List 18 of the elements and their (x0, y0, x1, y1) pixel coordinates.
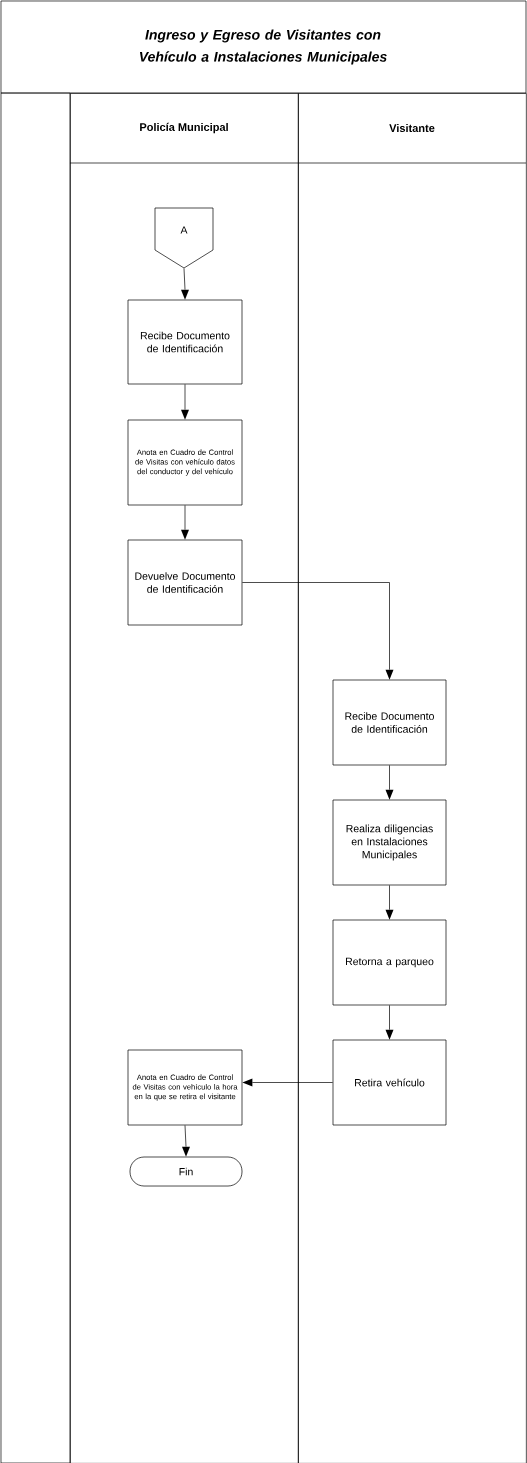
title: Ingreso y Egreso de Visitantes con Vehículo a Instalaciones Municipales (139, 29, 387, 65)
process-box: Recibe Documento de Identificación (332, 679, 447, 766)
arrow (385, 765, 394, 800)
process-box: Recibe Documento de Identificación (127, 299, 243, 385)
process-box: Retorna a parqueo (332, 919, 447, 1006)
arrow (181, 384, 189, 420)
process-box: Devuelve Documento de Identificación (127, 539, 243, 626)
arrow (242, 1078, 333, 1087)
arrow (181, 505, 189, 540)
arrow (181, 268, 189, 300)
process-box: Retira vehículo (332, 1039, 447, 1126)
arrow (182, 1125, 190, 1157)
off-page-connector: A (154, 207, 214, 269)
arrow (242, 582, 394, 680)
terminator: Fin (129, 1156, 243, 1187)
process-box: Realiza diligencias en Instalaciones Municipales (332, 799, 447, 886)
arrow (385, 885, 394, 920)
arrow (385, 1005, 394, 1040)
